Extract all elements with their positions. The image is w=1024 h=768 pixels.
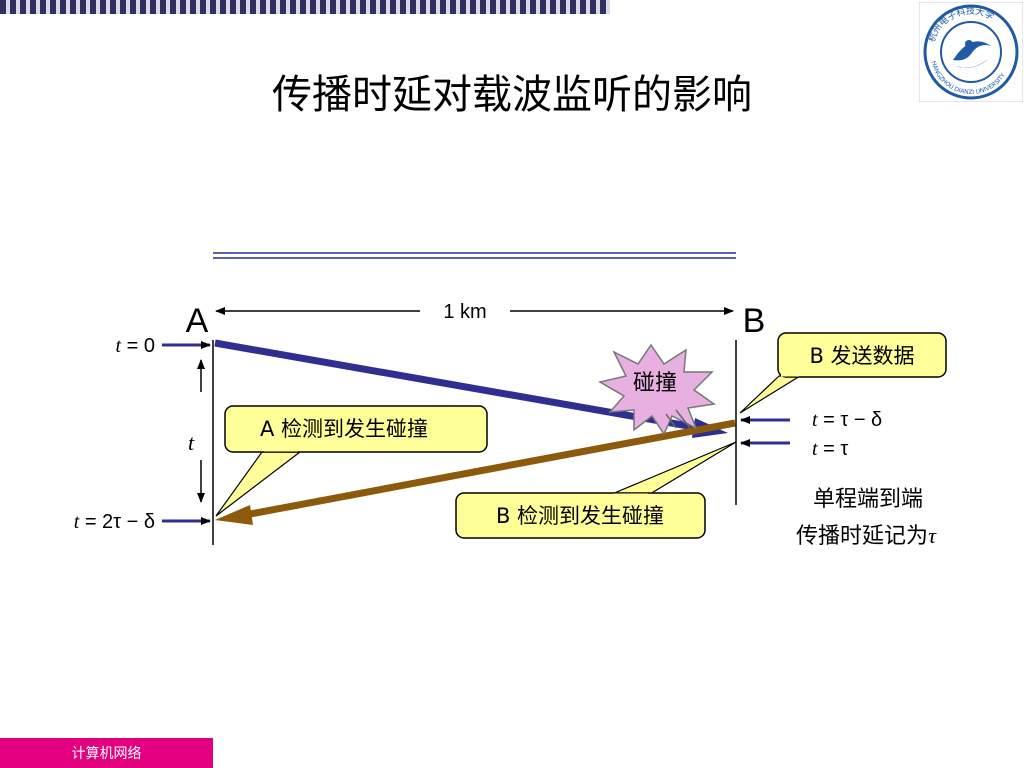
callout-b-send: B 发送数据 <box>739 332 947 414</box>
time-label-tau: t = τ <box>812 438 848 460</box>
callout-b-detect-text: B 检测到发生碰撞 <box>496 504 664 528</box>
callout-a-detect-text: A 检测到发生碰撞 <box>260 417 428 441</box>
collision-burst: 碰撞 <box>597 343 716 436</box>
page-title: 传播时延对载波监听的影响 <box>272 72 752 118</box>
time-label-t-end: t = 2τ − δ <box>74 511 155 533</box>
note-line-2: 传播时延记为τ <box>796 523 937 549</box>
collision-label: 碰撞 <box>633 371 677 396</box>
university-logo: 杭州电子科技大学 HANGZHOU DIANZI UNIVERSITY <box>919 2 1023 102</box>
csma-propagation-diagram: 1 km A B t = 0 t = 2τ − δ t 碰撞 B 发送数据 A … <box>74 252 947 549</box>
time-label-tau-minus-delta: t = τ − δ <box>812 409 882 431</box>
distance-label: 1 km <box>443 301 486 323</box>
footer-course-label: 计算机网络 <box>0 738 213 768</box>
time-label-t0: t = 0 <box>116 335 155 357</box>
interval-label: t <box>188 430 195 455</box>
top-stripe-bar <box>0 0 610 14</box>
b-signal-arrow <box>215 419 736 525</box>
callout-a-detect: A 检测到发生碰撞 <box>215 405 488 517</box>
note-line-1: 单程端到端 <box>813 487 923 512</box>
station-a-label: A <box>186 302 209 340</box>
station-b-label: B <box>743 302 766 340</box>
callout-b-detect: B 检测到发生碰撞 <box>455 441 737 539</box>
callout-b-send-text: B 发送数据 <box>809 344 914 368</box>
cable-double-line <box>213 252 736 259</box>
